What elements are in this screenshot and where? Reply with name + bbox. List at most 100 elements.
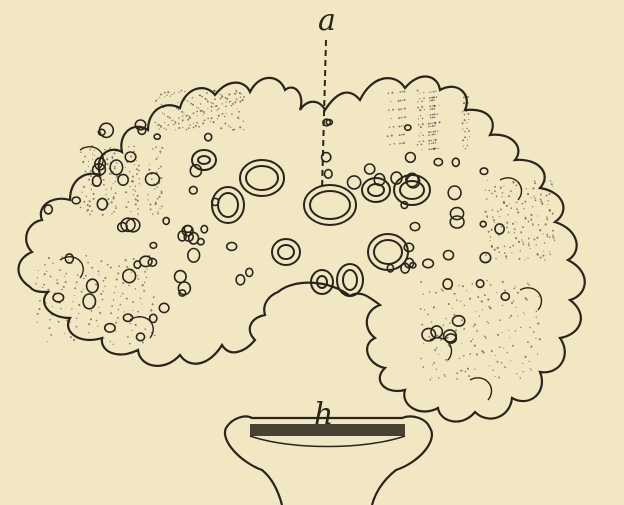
stipple-dot — [552, 236, 554, 238]
stipple-dot — [404, 108, 406, 110]
stipple-dot — [518, 258, 520, 260]
stipple-dot — [155, 100, 157, 102]
stipple-dot — [516, 208, 518, 210]
stipple-dot — [522, 363, 523, 364]
stipple-dot — [418, 124, 420, 126]
stipple-dot — [93, 198, 95, 200]
stipple-dot — [225, 97, 227, 99]
stipple-dot — [552, 213, 554, 215]
stipple-dot — [535, 199, 537, 201]
stipple-dot — [502, 305, 503, 306]
stipple-dot — [211, 106, 213, 108]
stipple-dot — [437, 335, 439, 337]
stipple-dot — [443, 324, 445, 326]
stipple-dot — [420, 281, 422, 283]
stipple-dot — [42, 287, 43, 288]
stipple-dot — [544, 259, 545, 260]
stipple-dot — [401, 143, 402, 144]
stipple-dot — [239, 118, 240, 119]
stipple-dot — [488, 231, 490, 233]
stipple-dot — [200, 110, 202, 112]
stipple-dot — [438, 105, 439, 106]
stipple-dot — [230, 101, 231, 102]
stipple-dot — [195, 125, 197, 127]
stipple-dot — [110, 267, 112, 269]
stipple-dot — [498, 251, 500, 253]
stipple-dot — [88, 161, 89, 162]
stipple-dot — [152, 303, 154, 305]
stipple-dot — [122, 293, 124, 295]
stipple-dot — [187, 115, 188, 116]
stipple-dot — [126, 206, 128, 208]
stipple-dot — [438, 121, 440, 123]
stipple-dot — [509, 203, 510, 204]
stipple-dot — [38, 270, 39, 271]
stipple-dot — [129, 343, 131, 345]
stipple-dot — [550, 180, 552, 182]
stipple-dot — [185, 99, 186, 100]
stipple-dot — [159, 196, 161, 198]
stipple-dot — [431, 140, 433, 142]
stipple-dot — [461, 343, 462, 344]
stipple-dot — [463, 146, 464, 147]
stipple-dot — [440, 339, 442, 341]
stipple-dot — [109, 147, 110, 148]
stipple-dot — [137, 208, 139, 210]
stipple-dot — [115, 206, 116, 207]
stipple-dot — [106, 194, 107, 195]
stipple-dot — [467, 139, 468, 140]
stipple-dot — [503, 348, 504, 349]
stipple-dot — [217, 118, 218, 119]
stipple-dot — [549, 251, 550, 252]
stipple-dot — [135, 288, 136, 289]
stipple-dot — [525, 218, 527, 220]
stipple-dot — [48, 257, 50, 259]
stipple-dot — [548, 200, 549, 201]
stipple-dot — [133, 150, 135, 152]
stipple-dot — [549, 210, 551, 212]
stipple-dot — [225, 102, 226, 103]
stipple-dot — [147, 194, 148, 195]
stipple-dot — [210, 102, 211, 103]
stipple-dot — [430, 114, 432, 116]
stipple-dot — [111, 201, 113, 203]
stipple-dot — [115, 322, 117, 324]
stipple-dot — [49, 327, 51, 329]
stipple-dot — [178, 123, 180, 125]
stipple-dot — [484, 294, 486, 296]
stipple-dot — [534, 182, 536, 184]
stipple-dot — [487, 180, 488, 181]
stipple-dot — [530, 368, 531, 369]
stipple-dot — [493, 219, 495, 221]
stipple-dot — [387, 92, 389, 94]
stipple-dot — [133, 146, 135, 148]
stipple-dot — [196, 107, 197, 108]
stipple-dot — [240, 97, 241, 98]
stipple-dot — [113, 299, 115, 301]
cell-ring-small — [87, 279, 99, 292]
stipple-dot — [404, 99, 406, 101]
stipple-dot — [159, 208, 160, 209]
stipple-dot — [511, 252, 512, 253]
stipple-dot — [510, 315, 512, 317]
stipple-dot — [164, 114, 165, 115]
stipple-dot — [389, 144, 390, 145]
stipple-dot — [243, 96, 245, 98]
stipple-dot — [517, 292, 519, 294]
label-h-group: h — [225, 397, 432, 505]
stipple-dot — [128, 285, 130, 287]
stipple-dot — [64, 276, 65, 277]
stipple-dot — [392, 109, 394, 111]
stipple-dot — [120, 304, 122, 306]
stipple-dot — [403, 125, 404, 126]
stipple-dot — [474, 324, 476, 326]
stipple-dot — [159, 128, 160, 129]
stipple-dot — [417, 101, 418, 102]
stipple-dot — [189, 117, 191, 119]
stipple-dot — [536, 244, 537, 245]
stipple-dot — [504, 366, 506, 368]
stipple-dot — [193, 127, 195, 129]
stipple-dot — [91, 210, 93, 212]
stipple-dot — [76, 326, 78, 328]
stipple-dot — [211, 117, 213, 119]
